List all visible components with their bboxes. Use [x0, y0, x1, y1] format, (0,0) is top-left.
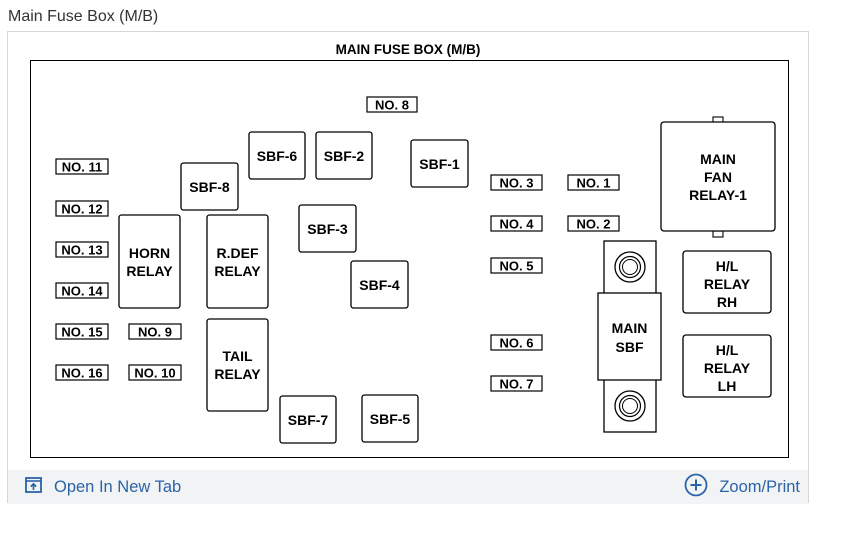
svg-text:SBF-2: SBF-2	[324, 148, 365, 164]
svg-text:RELAY: RELAY	[704, 276, 751, 292]
figure-footer: Open In New Tab Zoom/Print	[8, 470, 808, 504]
fuse-label-no3: NO. 3	[490, 174, 543, 191]
svg-text:NO. 11: NO. 11	[62, 160, 102, 175]
tail-relay-block: TAIL RELAY	[206, 318, 269, 412]
svg-text:NO. 4: NO. 4	[500, 217, 535, 232]
sbf-3-block: SBF-3	[298, 204, 357, 253]
main-sbf-block: MAIN SBF	[597, 240, 662, 433]
fuse-box-diagram: NO. 8 NO. 11 NO. 12 NO. 13 NO. 14 NO. 15…	[55, 96, 776, 444]
fuse-label-no2: NO. 2	[567, 215, 620, 232]
svg-text:NO. 7: NO. 7	[500, 377, 534, 392]
svg-text:NO. 12: NO. 12	[61, 202, 102, 217]
svg-text:MAIN: MAIN	[612, 320, 648, 336]
rdef-relay-block: R.DEF RELAY	[206, 214, 269, 309]
svg-text:NO. 15: NO. 15	[61, 325, 102, 340]
figure-card: MAIN FUSE BOX (M/B) NO. 8 NO. 11 NO. 12 …	[7, 31, 809, 504]
svg-text:RELAY-1: RELAY-1	[689, 187, 747, 203]
fuse-label-no6: NO. 6	[490, 334, 543, 351]
svg-text:FAN: FAN	[704, 169, 732, 185]
svg-text:SBF-7: SBF-7	[288, 412, 329, 428]
svg-text:NO. 13: NO. 13	[61, 243, 102, 258]
svg-text:SBF-1: SBF-1	[419, 156, 460, 172]
svg-text:NO. 16: NO. 16	[61, 366, 102, 381]
svg-text:NO. 1: NO. 1	[577, 176, 611, 191]
svg-text:TAIL: TAIL	[222, 348, 253, 364]
fuse-label-no10: NO. 10	[128, 364, 182, 381]
fuse-label-no8: NO. 8	[366, 96, 418, 113]
diagram-title: MAIN FUSE BOX (M/B)	[335, 42, 481, 57]
fuse-label-no9: NO. 9	[128, 323, 182, 340]
svg-text:LH: LH	[718, 378, 737, 394]
horn-relay-block: HORN RELAY	[118, 214, 181, 309]
fuse-label-no12: NO. 12	[55, 200, 109, 217]
fuse-label-no4: NO. 4	[490, 215, 543, 232]
fuse-label-no16: NO. 16	[55, 364, 109, 381]
svg-text:H/L: H/L	[716, 342, 739, 358]
svg-text:NO. 3: NO. 3	[500, 176, 534, 191]
svg-text:NO. 14: NO. 14	[61, 284, 103, 299]
svg-text:SBF-6: SBF-6	[257, 148, 298, 164]
svg-text:RELAY: RELAY	[214, 263, 261, 279]
hl-relay-rh-block: H/L RELAY RH	[682, 250, 772, 314]
main-fan-relay-1-block: MAIN FAN RELAY-1	[660, 116, 776, 238]
svg-text:SBF-3: SBF-3	[307, 221, 348, 237]
sbf-8-block: SBF-8	[180, 162, 239, 211]
svg-text:NO. 6: NO. 6	[500, 336, 534, 351]
svg-text:NO. 8: NO. 8	[375, 98, 409, 113]
zoom-plus-icon[interactable]	[684, 473, 708, 497]
open-in-new-tab-link[interactable]: Open In New Tab	[54, 478, 182, 496]
svg-text:SBF-8: SBF-8	[189, 179, 230, 195]
open-new-tab-icon[interactable]	[25, 477, 42, 493]
svg-text:RELAY: RELAY	[126, 263, 173, 279]
sbf-5-block: SBF-5	[361, 394, 419, 443]
sbf-2-block: SBF-2	[315, 131, 373, 180]
fuse-label-no13: NO. 13	[55, 241, 109, 258]
svg-text:MAIN: MAIN	[700, 151, 736, 167]
fuse-label-no15: NO. 15	[55, 323, 109, 340]
sbf-6-block: SBF-6	[248, 131, 306, 180]
svg-text:RH: RH	[717, 294, 737, 310]
fuse-label-no1: NO. 1	[567, 174, 620, 191]
page-title: Main Fuse Box (M/B)	[8, 8, 159, 25]
zoom-print-link[interactable]: Zoom/Print	[719, 478, 800, 496]
svg-text:SBF: SBF	[616, 339, 644, 355]
svg-text:R.DEF: R.DEF	[217, 245, 259, 261]
fuse-label-no5: NO. 5	[490, 257, 543, 274]
svg-text:HORN: HORN	[129, 245, 170, 261]
sbf-4-block: SBF-4	[350, 260, 409, 309]
svg-text:RELAY: RELAY	[704, 360, 751, 376]
svg-text:NO. 10: NO. 10	[134, 366, 175, 381]
svg-text:SBF-4: SBF-4	[359, 277, 400, 293]
svg-text:NO. 2: NO. 2	[577, 217, 611, 232]
svg-text:NO. 9: NO. 9	[138, 325, 172, 340]
hl-relay-lh-block: H/L RELAY LH	[682, 334, 772, 398]
diagram-frame: NO. 8 NO. 11 NO. 12 NO. 13 NO. 14 NO. 15…	[30, 60, 789, 458]
svg-text:SBF-5: SBF-5	[370, 411, 411, 427]
fuse-label-no14: NO. 14	[55, 282, 109, 299]
svg-text:RELAY: RELAY	[214, 366, 261, 382]
svg-text:H/L: H/L	[716, 258, 739, 274]
sbf-1-block: SBF-1	[410, 139, 469, 188]
svg-text:NO. 5: NO. 5	[500, 259, 534, 274]
fuse-label-no11: NO. 11	[55, 158, 109, 175]
fuse-label-no7: NO. 7	[490, 375, 543, 392]
sbf-7-block: SBF-7	[279, 395, 337, 444]
